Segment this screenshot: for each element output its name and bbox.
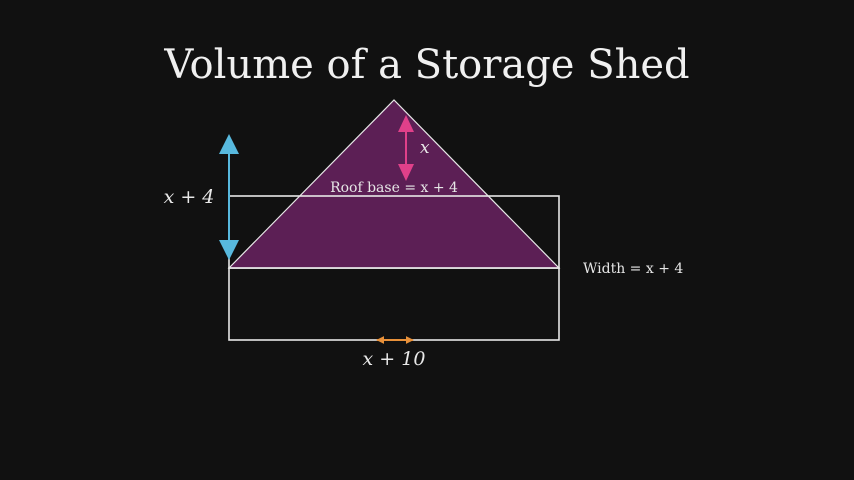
roof-height-arrow (398, 115, 414, 181)
height-label: x + 4 (164, 186, 215, 208)
roof-height-label: x (420, 138, 430, 158)
diagram-title: Volume of a Storage Shed (163, 42, 689, 88)
shed-base-rectangle (228, 267, 560, 341)
height-arrow (219, 134, 239, 260)
length-label: x + 10 (363, 348, 426, 370)
roof-base-label: Roof base = x + 4 (330, 180, 458, 196)
width-label: Width = x + 4 (583, 261, 683, 277)
